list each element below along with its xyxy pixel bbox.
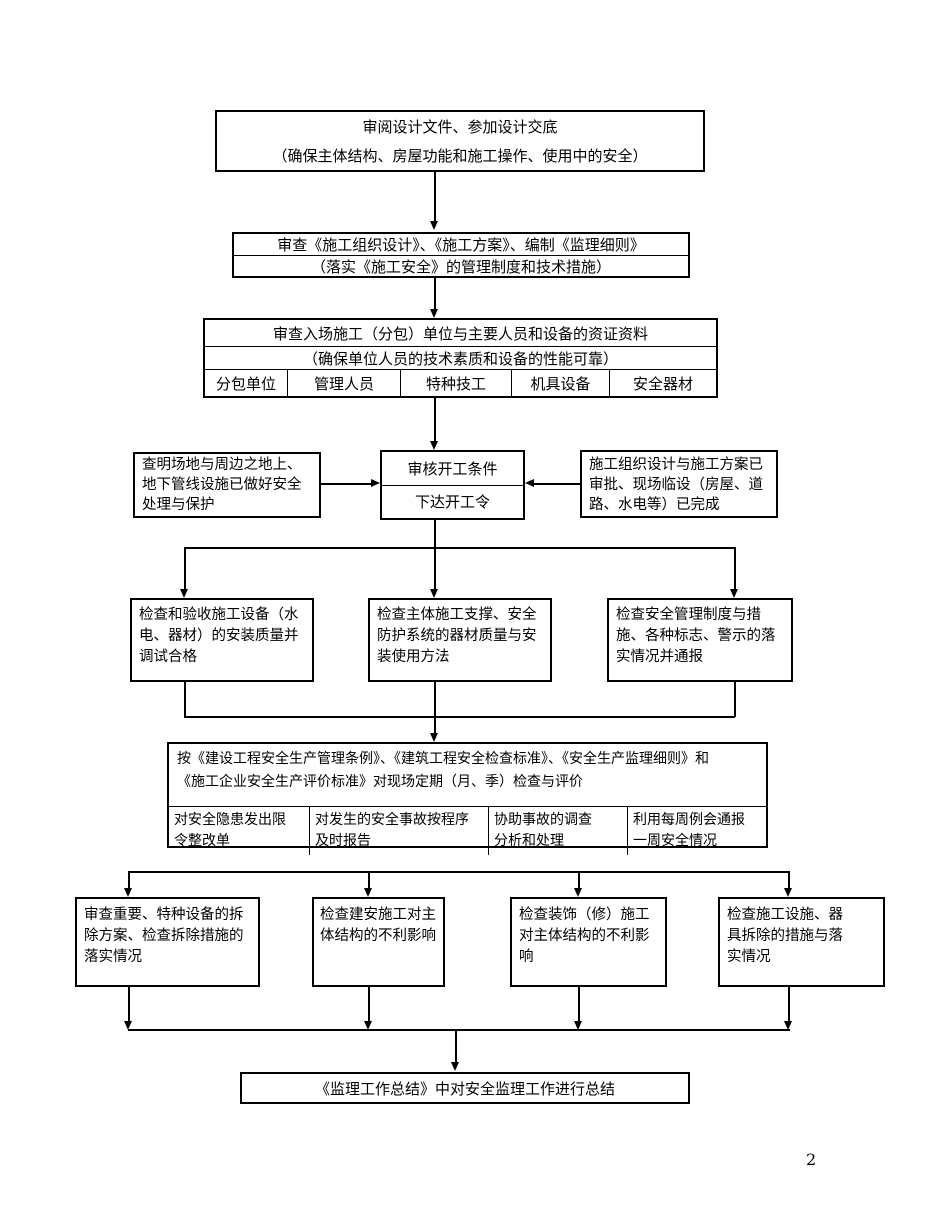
box-check-construction-impact: 检查建安施工对主 体结构的不利影响 (312, 897, 445, 987)
box-start-approval: 审核开工条件 下达开工令 (380, 450, 525, 520)
inspection-cell: 利用每周例会通报 一周安全情况 (633, 812, 745, 849)
arrowhead-down-icon (430, 733, 438, 742)
box-work-summary: 《监理工作总结》中对安全监理工作进行总结 (240, 1072, 690, 1104)
connector-a-b (434, 172, 436, 222)
arrowhead-down-icon (430, 589, 438, 598)
connector-to-summary (455, 1029, 457, 1063)
arrowhead-down-icon (364, 1021, 372, 1030)
merge-line (434, 682, 436, 717)
box-periodic-inspection-text: 按《建设工程安全生产管理条例》、《建筑工程安全检查标准》、《安全生产监理细则》和… (169, 744, 766, 807)
arrowhead-down-icon (180, 589, 188, 598)
drop-line (368, 871, 370, 888)
box-check-facility-removal: 检查施工设施、器 具拆除的措施与落 实情况 (718, 897, 885, 987)
distribution-line-2 (128, 871, 790, 873)
merge-line (578, 987, 580, 1022)
inspection-cell: 对安全隐患发出限 令整改单 (169, 807, 310, 855)
box-review-qualifications: 审查入场施工（分包）单位与主要人员和设备的资证资料 （确保单位人员的技术素质和设… (203, 318, 718, 398)
drop-line (788, 871, 790, 888)
drop-line (434, 547, 436, 590)
box-review-qualifications-line2: （确保单位人员的技术素质和设备的性能可靠） (205, 347, 716, 370)
box-check-safety-mgmt-text: 检查安全管理制度与措 施、各种标志、警示的落 实情况并通报 (616, 607, 776, 665)
distribution-line-1 (184, 547, 735, 549)
box-review-design: 审阅设计文件、参加设计交底 （确保主体结构、房屋功能和施工操作、使用中的安全） (215, 110, 705, 172)
arrowhead-left-icon (525, 479, 534, 487)
merge-line-horizontal (128, 1029, 790, 1031)
box-check-support: 检查主体施工支撑、安全 防护系统的器材质量与安 装使用方法 (368, 598, 552, 682)
qualification-cells-row: 分包单位 管理人员 特种技工 机具设备 安全器材 (205, 370, 716, 396)
box-review-plans-line2: （落实《施工安全》的管理制度和技术措施） (310, 258, 611, 276)
box-site-survey: 查明场地与周边之地上、 地下管线设施已做好安全 处理与保护 (133, 452, 321, 518)
arrowhead-down-icon (451, 1062, 459, 1071)
arrowhead-down-icon (124, 1021, 132, 1030)
box-check-safety-mgmt: 检查安全管理制度与措 施、各种标志、警示的落 实情况并通报 (607, 598, 793, 682)
box-check-decoration-impact: 检查装饰（修）施工 对主体结构的不利影 响 (510, 897, 667, 987)
box-check-decoration-impact-text: 检查装饰（修）施工 对主体结构的不利影 响 (519, 907, 650, 965)
connector-to-periodic (434, 716, 436, 734)
box-check-equipment-text: 检查和验收施工设备（水 电、器材）的安装质量并 调试合格 (139, 607, 299, 665)
box-review-plans: 审查《施工组织设计》、《施工方案》、编制《监理细则》 （落实《施工安全》的管理制… (232, 232, 690, 278)
qualification-cell: 机具设备 (512, 370, 610, 396)
arrowhead-down-icon (430, 309, 438, 318)
box-check-facility-removal-text: 检查施工设施、器 具拆除的措施与落 实情况 (727, 907, 843, 965)
arrowhead-right-icon (371, 479, 380, 487)
box-check-construction-impact-text: 检查建安施工对主 体结构的不利影响 (320, 907, 436, 944)
box-review-design-line1: 审阅设计文件、参加设计交底 (362, 118, 558, 136)
box-start-approval-line1: 审核开工条件 (382, 452, 523, 486)
qualification-cell: 安全器材 (632, 374, 693, 393)
box-periodic-inspection: 按《建设工程安全生产管理条例》、《建筑工程安全检查标准》、《安全生产监理细则》和… (167, 742, 768, 855)
arrowhead-down-icon (574, 1021, 582, 1030)
merge-line (788, 987, 790, 1022)
merge-line (368, 987, 370, 1022)
arrowhead-down-icon (364, 888, 372, 897)
connector-e-d (321, 483, 372, 485)
arrowhead-down-icon (430, 221, 438, 230)
box-review-plans-line1: 审查《施工组织设计》、《施工方案》、编制《监理细则》 (234, 234, 688, 256)
arrowhead-down-icon (574, 888, 582, 897)
merge-line-horizontal (184, 716, 735, 718)
arrowhead-down-icon (784, 1021, 792, 1030)
drop-line (184, 547, 186, 590)
connector-b-c (434, 278, 436, 310)
merge-line (184, 682, 186, 717)
drop-line (734, 547, 736, 590)
box-review-qualifications-line1: 审查入场施工（分包）单位与主要人员和设备的资证资料 (205, 320, 716, 347)
inspection-cell: 协助事故的调查 分析和处理 (489, 807, 628, 855)
qualification-cell: 分包单位 (205, 370, 288, 396)
inspection-cells-row: 对安全隐患发出限 令整改单 对发生的安全事故按程序 及时报告 协助事故的调查 分… (169, 807, 766, 855)
arrowhead-down-icon (784, 888, 792, 897)
box-work-summary-text: 《监理工作总结》中对安全监理工作进行总结 (314, 1079, 615, 1098)
drop-line (128, 871, 130, 888)
merge-line (128, 987, 130, 1022)
connector-c-d (434, 398, 436, 442)
arrowhead-down-icon (730, 589, 738, 598)
merge-line (734, 682, 736, 717)
connector-d-down (434, 520, 436, 548)
connector-f-d (534, 483, 580, 485)
qualification-cell: 特种技工 (401, 370, 512, 396)
box-org-design-ready-text: 施工组织设计与施工方案已 审批、现场临设（房屋、道 路、水电等）已完成 (589, 457, 763, 513)
arrowhead-down-icon (124, 888, 132, 897)
box-review-demolition: 审查重要、特种设备的拆 除方案、检查拆除措施的 落实情况 (75, 897, 260, 987)
box-site-survey-text: 查明场地与周边之地上、 地下管线设施已做好安全 处理与保护 (142, 457, 302, 513)
qualification-cell: 管理人员 (288, 370, 401, 396)
box-review-design-line2: （确保主体结构、房屋功能和施工操作、使用中的安全） (272, 147, 648, 165)
box-review-demolition-text: 审查重要、特种设备的拆 除方案、检查拆除措施的 落实情况 (84, 907, 244, 965)
inspection-cell: 对发生的安全事故按程序 及时报告 (310, 807, 489, 855)
box-org-design-ready: 施工组织设计与施工方案已 审批、现场临设（房屋、道 路、水电等）已完成 (580, 450, 778, 518)
drop-line (578, 871, 580, 888)
box-check-equipment: 检查和验收施工设备（水 电、器材）的安装质量并 调试合格 (130, 598, 314, 682)
arrowhead-down-icon (430, 441, 438, 450)
box-check-support-text: 检查主体施工支撑、安全 防护系统的器材质量与安 装使用方法 (377, 607, 537, 665)
box-start-approval-line2: 下达开工令 (414, 493, 490, 512)
page-number: 2 (806, 1150, 817, 1169)
